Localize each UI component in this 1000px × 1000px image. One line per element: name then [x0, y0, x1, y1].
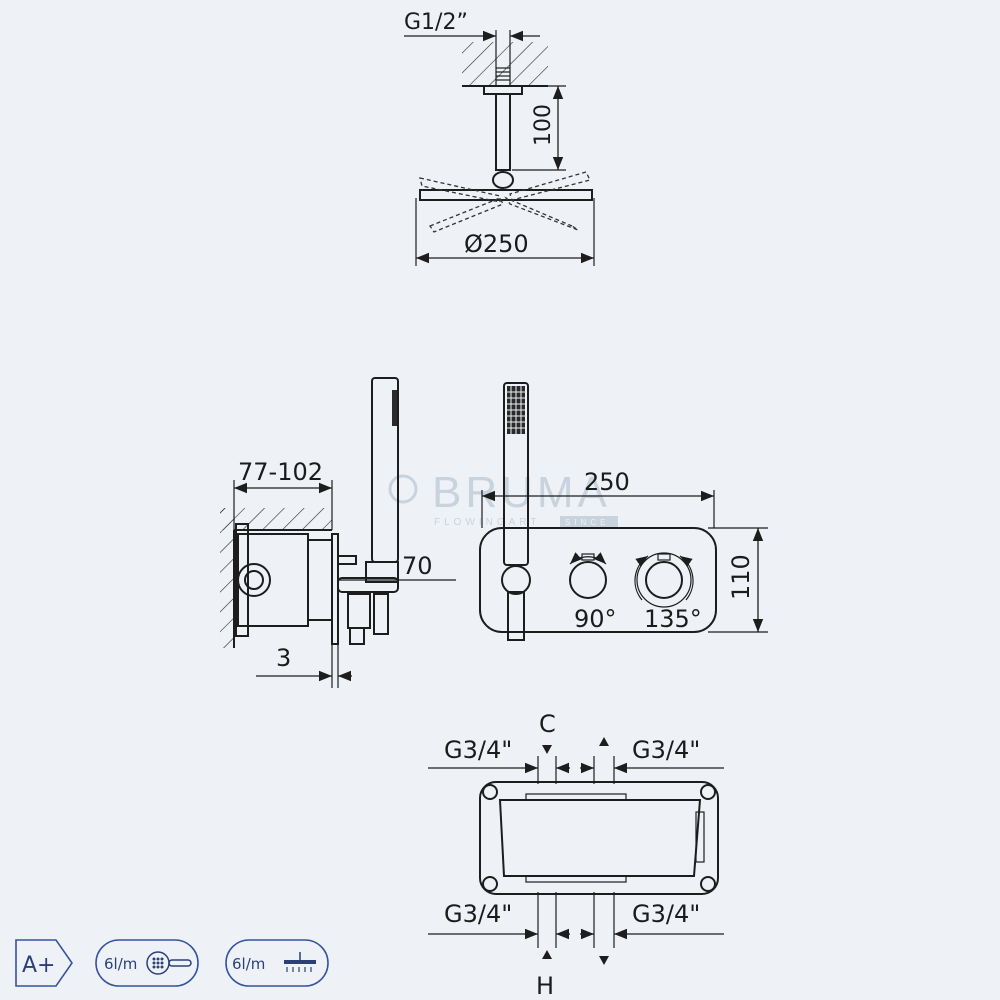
- wall-connector: [347, 593, 371, 629]
- tilt-right-down: [504, 196, 579, 231]
- ball-joint: [492, 171, 514, 189]
- bottom-outlet-arrow: [599, 956, 609, 965]
- hand-shower-holder: [501, 565, 531, 595]
- angle-right-label: 135°: [644, 605, 702, 633]
- brand-tagline-box: [560, 516, 618, 527]
- wall-hatch-left: [220, 508, 234, 648]
- offset-label: 3: [276, 644, 291, 672]
- ceiling-flange: [483, 85, 523, 95]
- projection-label: 70: [402, 552, 433, 580]
- thermostat-knob: [645, 561, 683, 599]
- valve-flange: [235, 523, 249, 637]
- head-shower-plate: [419, 189, 593, 201]
- brand-drop-icon: [388, 474, 418, 504]
- energy-class-arrow: [15, 939, 73, 987]
- height-label: 110: [727, 554, 755, 600]
- cold-inlet-arrow: [542, 745, 552, 754]
- tilt-right-up: [509, 171, 591, 201]
- badge-energy: A+: [15, 939, 73, 987]
- top-outlet-arrow: [599, 737, 609, 746]
- badge-head-flow: 6l/m: [225, 939, 329, 987]
- hose-outlet: [337, 577, 399, 593]
- top-rail: [525, 793, 627, 801]
- top-left-thread-label: G3/4": [444, 736, 512, 764]
- bottom-right-thread-label: G3/4": [632, 900, 700, 928]
- hand-shower-nozzles-side: [392, 390, 397, 426]
- diverter-knob: [569, 561, 607, 599]
- tilt-left-down: [429, 197, 504, 233]
- diameter-label: Ø250: [464, 230, 529, 258]
- ceiling-arm: [495, 93, 511, 171]
- side-view: 77-102 70 3: [220, 377, 456, 688]
- valve-port-outer: [237, 563, 271, 597]
- hand-shower-icon: [146, 951, 192, 975]
- box-inner: [498, 799, 702, 877]
- control-plate: [479, 527, 717, 633]
- connection-view: C G3/4" G3/4" H G3/4" G3/4": [428, 710, 724, 1000]
- hot-label: H: [536, 972, 554, 1000]
- width-label: 250: [584, 468, 630, 496]
- head-shower-view: G1/2” 100 Ø250: [404, 10, 595, 266]
- valve-port-inner: [244, 570, 264, 590]
- arm-length-label: 100: [531, 104, 556, 146]
- thread-label: G1/2”: [404, 10, 468, 35]
- hand-flow-label: 6l/m: [104, 955, 137, 973]
- brand-tagline: FLOWINGART: [434, 517, 540, 528]
- bottom-left-thread-label: G3/4": [444, 900, 512, 928]
- brand-tagline-box-text: SINCE: [565, 518, 609, 527]
- energy-class-label: A+: [22, 953, 55, 978]
- hot-inlet-arrow: [542, 950, 552, 959]
- cold-label: C: [539, 710, 556, 738]
- side-rail: [695, 811, 705, 863]
- front-view: 250 110 90° 135°: [479, 382, 768, 641]
- top-right-thread-label: G3/4": [632, 736, 700, 764]
- box-outer: [479, 781, 719, 895]
- depth-label: 77-102: [238, 458, 323, 486]
- head-flow-label: 6l/m: [232, 955, 265, 973]
- angle-left-label: 90°: [574, 605, 617, 633]
- badge-hand-flow: 6l/m: [95, 939, 199, 987]
- tilt-left-up: [419, 177, 501, 203]
- bottom-rail: [525, 875, 627, 883]
- ceiling-hatch: [462, 42, 548, 86]
- overhead-shower-icon: [284, 952, 316, 972]
